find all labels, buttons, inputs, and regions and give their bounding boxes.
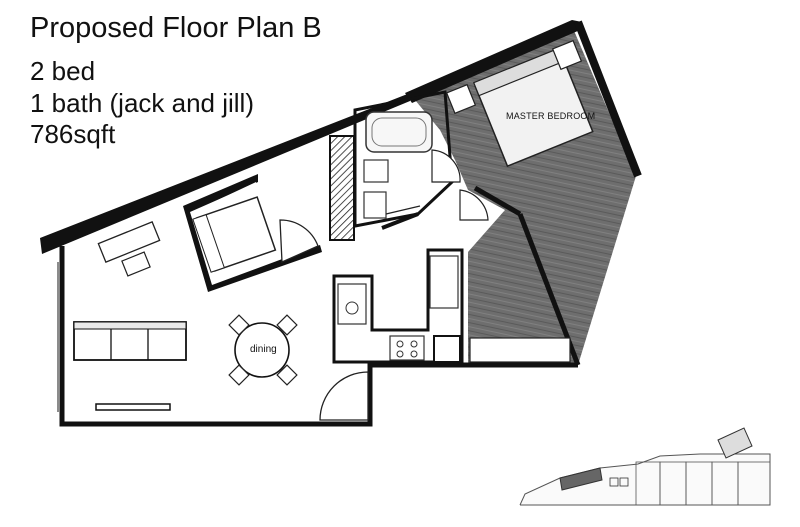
tv-console: [95, 403, 171, 411]
pantry: [433, 335, 461, 363]
sink-basin: [345, 301, 359, 315]
dining-chair: [276, 314, 298, 336]
desk-chair: [121, 251, 151, 277]
exterior-wall-west: [59, 246, 578, 427]
key-plan: [519, 427, 771, 506]
bed-two-pillow: [192, 214, 225, 273]
wardrobe: [329, 135, 355, 241]
burner: [410, 350, 418, 358]
bedroom-inner-wall: [473, 185, 522, 217]
burner: [410, 340, 418, 348]
toilet: [363, 191, 387, 219]
exterior-wall-east: [574, 20, 642, 178]
nightstand-left: [445, 83, 477, 115]
exterior-wall-north-east: [405, 20, 582, 103]
master-bedroom-label: MASTER BEDROOM: [506, 111, 596, 121]
kitchen-counter-wall: [332, 248, 464, 364]
entry-door: [319, 371, 369, 421]
dining-label: dining: [250, 344, 277, 355]
cooktop: [389, 335, 425, 361]
bathroom-sink: [363, 159, 389, 183]
dining-chair: [228, 314, 250, 336]
bathroom-count: 1 bath (jack and jill): [30, 88, 254, 118]
bedroom-bench: [469, 337, 571, 363]
bedroom-two-wall: [183, 174, 322, 292]
exterior-wall-north: [40, 93, 410, 254]
bedroom-two-door: [279, 219, 319, 263]
floor-area: 786sqft: [30, 119, 116, 149]
bathtub: [365, 111, 433, 153]
burner: [396, 340, 404, 348]
bathroom-wall: [353, 90, 454, 228]
master-door: [459, 189, 489, 221]
sofa-back: [73, 321, 187, 330]
shower-screen: [385, 205, 421, 215]
dining-chair: [276, 364, 298, 386]
plan-title: Proposed Floor Plan B: [30, 12, 322, 44]
bedroom-count: 2 bed: [30, 56, 96, 86]
desk: [97, 221, 161, 263]
partition-wall: [381, 212, 419, 230]
bathtub-inner: [371, 117, 427, 147]
burner: [396, 350, 404, 358]
kitchen-sink: [337, 283, 367, 325]
fridge: [429, 255, 459, 309]
dining-chair: [228, 364, 250, 386]
dining-table: [234, 322, 290, 378]
bathroom-door: [431, 149, 461, 183]
nightstand-right: [551, 39, 583, 71]
